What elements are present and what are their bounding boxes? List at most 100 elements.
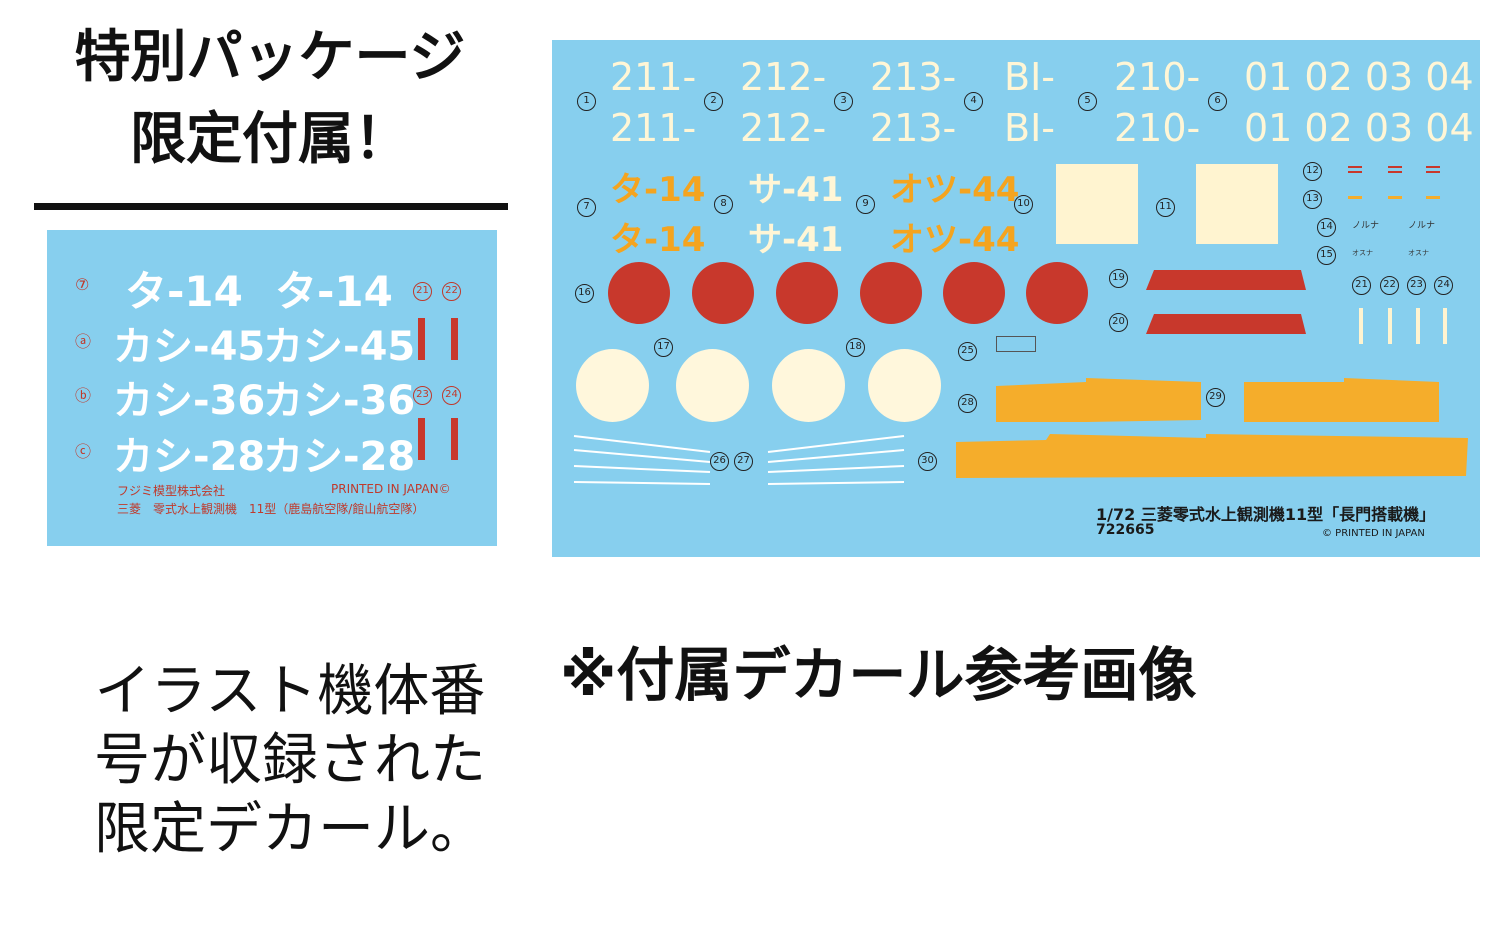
limited-decal-sheet: ⑦ タ-14 タ-14 ⓐ カシ-45 カシ-45 ⓑ カシ-36 カシ-36 … bbox=[47, 230, 497, 546]
product-name: 三菱 零式水上観測機 11型（鹿島航空隊/館山航空隊） bbox=[117, 502, 425, 516]
description-line-3: 限定デカール。 bbox=[94, 797, 486, 862]
cream-bar bbox=[1443, 308, 1447, 344]
maker-name: フジミ模型株式会社 bbox=[117, 484, 226, 498]
decal-code: タ-14 bbox=[610, 220, 706, 260]
divider bbox=[34, 203, 508, 210]
row-number: ⑦ bbox=[75, 275, 90, 294]
marker-number: 23 bbox=[413, 386, 432, 405]
cream-square-decal bbox=[1056, 164, 1138, 244]
hinomaru-red bbox=[943, 262, 1005, 324]
part-number: 23 bbox=[1407, 276, 1426, 295]
decal-code: 210- bbox=[1114, 106, 1201, 150]
part-number: 5 bbox=[1078, 92, 1097, 111]
decal-code: 01 02 03 04 bbox=[1244, 55, 1474, 99]
part-number: 9 bbox=[856, 195, 875, 214]
reference-decal-sheet: 211- 211- 212- 212- 213- 213- BI- BI- 21… bbox=[552, 40, 1480, 557]
red-fuselage-band bbox=[1146, 270, 1306, 290]
description-line-1: イラスト機体番 bbox=[94, 659, 486, 724]
part-number: 3 bbox=[834, 92, 853, 111]
marker-number: 24 bbox=[442, 386, 461, 405]
decal-code: オツ-44 bbox=[890, 220, 1020, 260]
kana-label: オスナ bbox=[1408, 249, 1429, 257]
decal-code: 213- bbox=[870, 55, 957, 99]
headline-line-1: 特別パッケージ bbox=[74, 25, 466, 90]
part-number: 21 bbox=[1352, 276, 1371, 295]
row-letter: ⓐ bbox=[75, 332, 92, 351]
hinomaru-red bbox=[1026, 262, 1088, 324]
printed-in-japan: PRINTED IN JAPAN© bbox=[331, 482, 451, 496]
decal-code: BI- bbox=[1004, 106, 1055, 150]
hinomaru-red bbox=[608, 262, 670, 324]
hinomaru-cream bbox=[868, 349, 941, 422]
row-letter: ⓑ bbox=[75, 386, 92, 405]
part-number: 28 bbox=[958, 394, 977, 413]
red-mark bbox=[1426, 166, 1440, 168]
decal-code: タ-14 bbox=[610, 170, 706, 210]
part-number: 16 bbox=[575, 284, 594, 303]
orange-mark bbox=[1348, 196, 1362, 199]
cream-bar bbox=[1388, 308, 1392, 344]
printed-in-japan: © PRINTED IN JAPAN bbox=[1322, 528, 1425, 539]
decal-code: サ-41 bbox=[748, 220, 844, 260]
decal-code: 212- bbox=[740, 106, 827, 150]
part-number: 29 bbox=[1206, 388, 1225, 407]
part-number: 19 bbox=[1109, 269, 1128, 288]
part-number: 15 bbox=[1317, 246, 1336, 265]
kana-label: オスナ bbox=[1352, 249, 1373, 257]
decal-code: カシ-28 bbox=[263, 434, 416, 480]
part-number: 26 bbox=[710, 452, 729, 471]
part-number: 13 bbox=[1303, 190, 1322, 209]
orange-mark bbox=[1426, 196, 1440, 199]
kana-label: ノルナ bbox=[1352, 221, 1380, 231]
red-fuselage-band bbox=[1146, 314, 1306, 334]
red-stripe bbox=[418, 318, 425, 360]
decal-code: カシ-45 bbox=[113, 324, 266, 370]
part-number: 8 bbox=[714, 195, 733, 214]
marker-number: 22 bbox=[442, 282, 461, 301]
hinomaru-cream bbox=[576, 349, 649, 422]
white-stripes-left bbox=[573, 435, 711, 485]
decal-code: カシ-36 bbox=[113, 378, 266, 424]
part-number: 4 bbox=[964, 92, 983, 111]
part-number: 25 bbox=[958, 342, 977, 361]
part-number: 30 bbox=[918, 452, 937, 471]
sheet-title: 1/72 三菱零式水上観測機11型「長門搭載機」 bbox=[1096, 505, 1436, 524]
headline-line-2: 限定付属！ bbox=[130, 107, 410, 172]
description-line-2: 号が収録された bbox=[94, 728, 486, 793]
hinomaru-cream bbox=[772, 349, 845, 422]
part-number: 14 bbox=[1317, 218, 1336, 237]
red-stripe bbox=[451, 418, 458, 460]
red-stripe bbox=[418, 418, 425, 460]
decal-code: 01 02 03 04 bbox=[1244, 106, 1474, 150]
product-code: 722665 bbox=[1096, 522, 1155, 538]
part-number: 20 bbox=[1109, 313, 1128, 332]
decal-code: 210- bbox=[1114, 55, 1201, 99]
part-number: 22 bbox=[1380, 276, 1399, 295]
part-number: 17 bbox=[654, 338, 673, 357]
cream-square-decal bbox=[1196, 164, 1278, 244]
decal-code: 213- bbox=[870, 106, 957, 150]
decal-code: 212- bbox=[740, 55, 827, 99]
red-mark bbox=[1348, 171, 1362, 173]
marker-number: 21 bbox=[413, 282, 432, 301]
part-number: 18 bbox=[846, 338, 865, 357]
red-mark bbox=[1388, 166, 1402, 168]
decal-code: カシ-28 bbox=[113, 434, 266, 480]
red-mark bbox=[1388, 171, 1402, 173]
decal-code: タ-14 bbox=[275, 267, 393, 316]
decal-code: タ-14 bbox=[125, 267, 243, 316]
part-number: 6 bbox=[1208, 92, 1227, 111]
red-stripe bbox=[451, 318, 458, 360]
part-number: 12 bbox=[1303, 162, 1322, 181]
decal-code: 211- bbox=[610, 106, 697, 150]
placard-decal bbox=[996, 336, 1036, 352]
part-number: 7 bbox=[577, 198, 596, 217]
orange-wing-stripe bbox=[1244, 378, 1439, 422]
part-number: 11 bbox=[1156, 198, 1175, 217]
part-number: 1 bbox=[577, 92, 596, 111]
white-stripes-right bbox=[767, 435, 905, 485]
cream-bar bbox=[1359, 308, 1363, 344]
decal-code: オツ-44 bbox=[890, 170, 1020, 210]
hinomaru-red bbox=[692, 262, 754, 324]
decal-code: カシ-45 bbox=[263, 324, 416, 370]
